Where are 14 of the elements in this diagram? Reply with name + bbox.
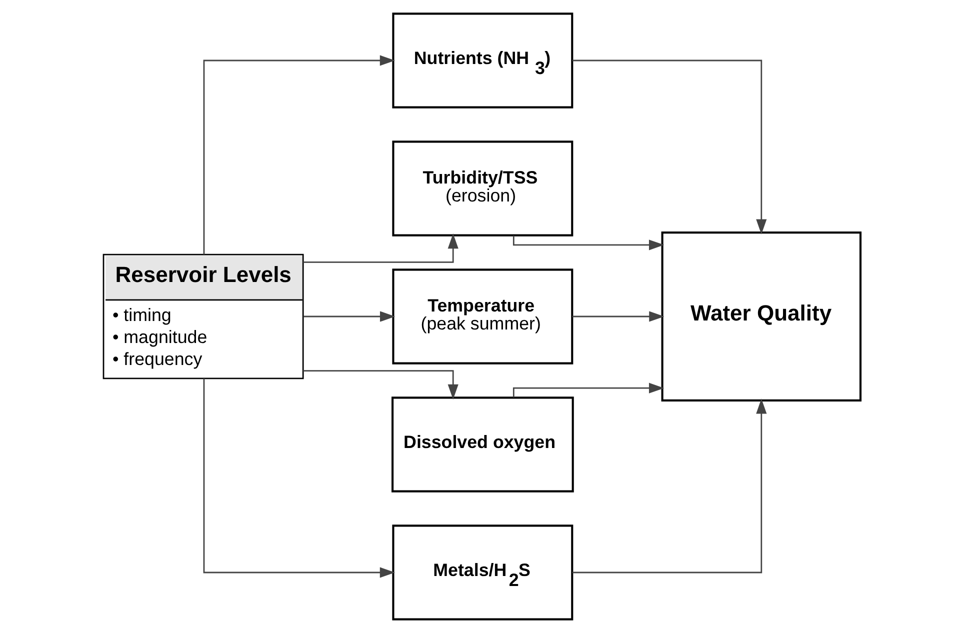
node-box: Dissolved oxygen: [392, 396, 574, 492]
node-box: Water Quality: [661, 232, 862, 402]
arrow: [512, 236, 664, 250]
arrow: [303, 311, 396, 322]
arrow: [572, 398, 767, 574]
node-box: Temperature (peak summer): [392, 268, 574, 364]
arrow: [203, 55, 396, 255]
arrow: [303, 233, 458, 263]
arrow: [303, 370, 458, 400]
arrow: [572, 311, 664, 322]
arrow: [512, 382, 664, 398]
node-box: Turbidity/TSS (erosion): [392, 140, 574, 236]
arrow: [203, 378, 396, 578]
arrow: [572, 60, 767, 234]
